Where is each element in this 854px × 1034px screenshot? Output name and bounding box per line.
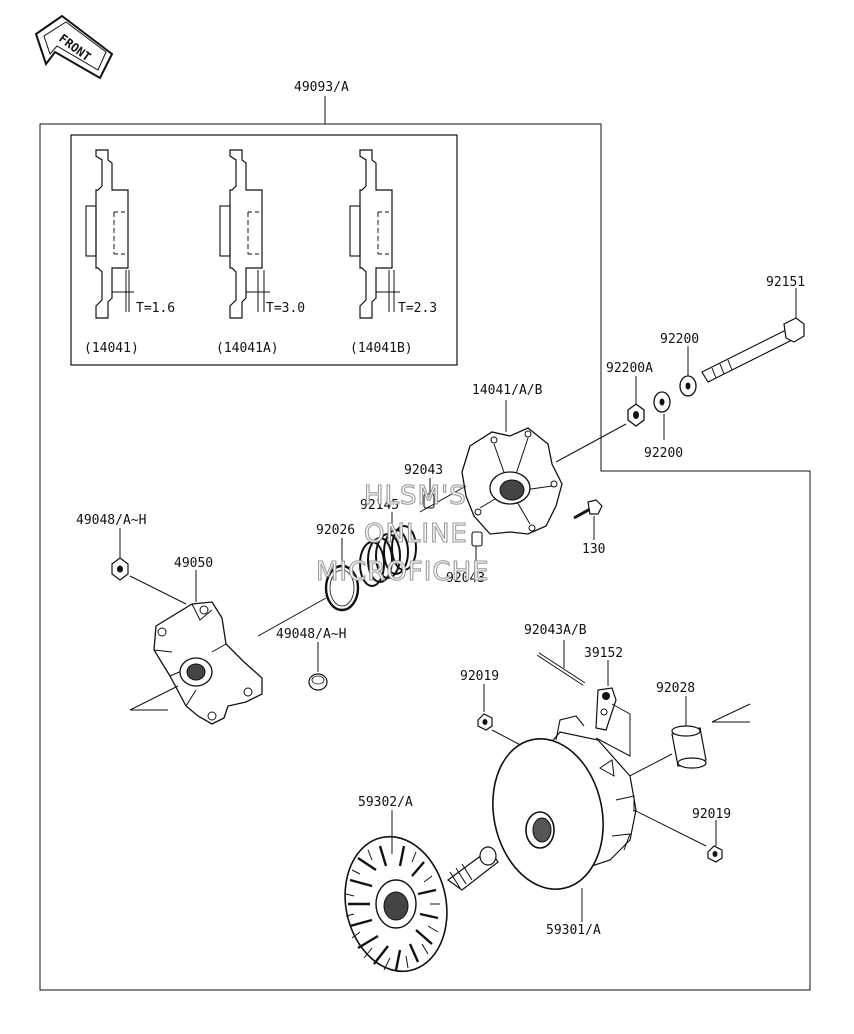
variant-section-14041: T=1.6 (14041) xyxy=(84,149,175,356)
spring-92145-part xyxy=(359,525,417,587)
bolt-92151-part xyxy=(701,317,805,383)
variant-thickness-14041b: T=2.3 xyxy=(398,301,437,316)
variant-name-14041a: (14041A) xyxy=(216,341,279,356)
callout-92043ab: 92043A/B xyxy=(524,623,587,638)
sheave-59301-part xyxy=(492,715,637,890)
callout-92043-top: 92043 xyxy=(404,463,443,478)
callout-92145: 92145 xyxy=(360,498,399,513)
callout-92028: 92028 xyxy=(656,681,695,696)
callout-92019-left: 92019 xyxy=(460,669,499,684)
callout-92200-bottom: 92200 xyxy=(644,446,683,461)
front-arrow-icon: FRONT xyxy=(34,14,114,80)
variant-section-14041a: T=3.0 (14041A) xyxy=(216,149,305,356)
variant-name-14041: (14041) xyxy=(84,341,139,356)
callout-59301a: 59301/A xyxy=(546,923,601,938)
cover-14041-part xyxy=(461,427,563,535)
variant-thickness-14041: T=1.6 xyxy=(136,301,175,316)
assembly-frame xyxy=(39,123,811,991)
sheave-59302-part xyxy=(344,835,499,973)
watermark-line-2: ONLINE xyxy=(364,519,468,549)
callout-49048-left: 49048/A~H xyxy=(76,513,146,528)
inset-variants-box: T=1.6 (14041) T=3.0 (14041A) T=2 xyxy=(70,134,458,366)
spider-49050-part xyxy=(153,601,263,725)
callout-59302a: 59302/A xyxy=(358,795,413,810)
callout-92200-top: 92200 xyxy=(660,332,699,347)
watermark-line-1: HLSM'S xyxy=(364,481,467,511)
callout-39152: 39152 xyxy=(584,646,623,661)
watermark: HLSM'S ONLINE MICROFICHE xyxy=(315,480,490,587)
watermark-line-3: MICROFICHE xyxy=(316,557,490,587)
callout-49048-mid: 49048/A~H xyxy=(276,627,346,642)
callout-92019-right: 92019 xyxy=(692,807,731,822)
variant-name-14041b: (14041B) xyxy=(350,341,413,356)
nut-92019-right-part xyxy=(707,845,723,863)
bushing-92028-part xyxy=(671,725,707,769)
callout-49050: 49050 xyxy=(174,556,213,571)
nut-92019-left-part xyxy=(477,713,493,731)
roller-39152-part xyxy=(595,687,617,731)
nut-92200a-part xyxy=(627,403,645,427)
pin-92043-bottom-part xyxy=(471,531,483,547)
callout-92151: 92151 xyxy=(766,275,805,290)
button-49048-mid-part xyxy=(308,673,328,691)
pin-92043ab-part xyxy=(536,652,586,686)
callout-130: 130 xyxy=(582,542,605,557)
pin-92043-top-part xyxy=(423,493,435,509)
variant-section-14041b: T=2.3 (14041B) xyxy=(349,149,437,356)
variant-thickness-14041a: T=3.0 xyxy=(266,301,305,316)
bolt-130-part xyxy=(573,499,603,520)
callout-14041ab: 14041/A/B xyxy=(472,383,543,398)
assembly-label: 49093/A xyxy=(294,80,349,95)
callout-92200a: 92200A xyxy=(606,361,653,376)
nut-49048-left-part xyxy=(111,557,129,581)
callout-92043-bottom: 92043 xyxy=(446,571,485,586)
callout-92026: 92026 xyxy=(316,523,355,538)
